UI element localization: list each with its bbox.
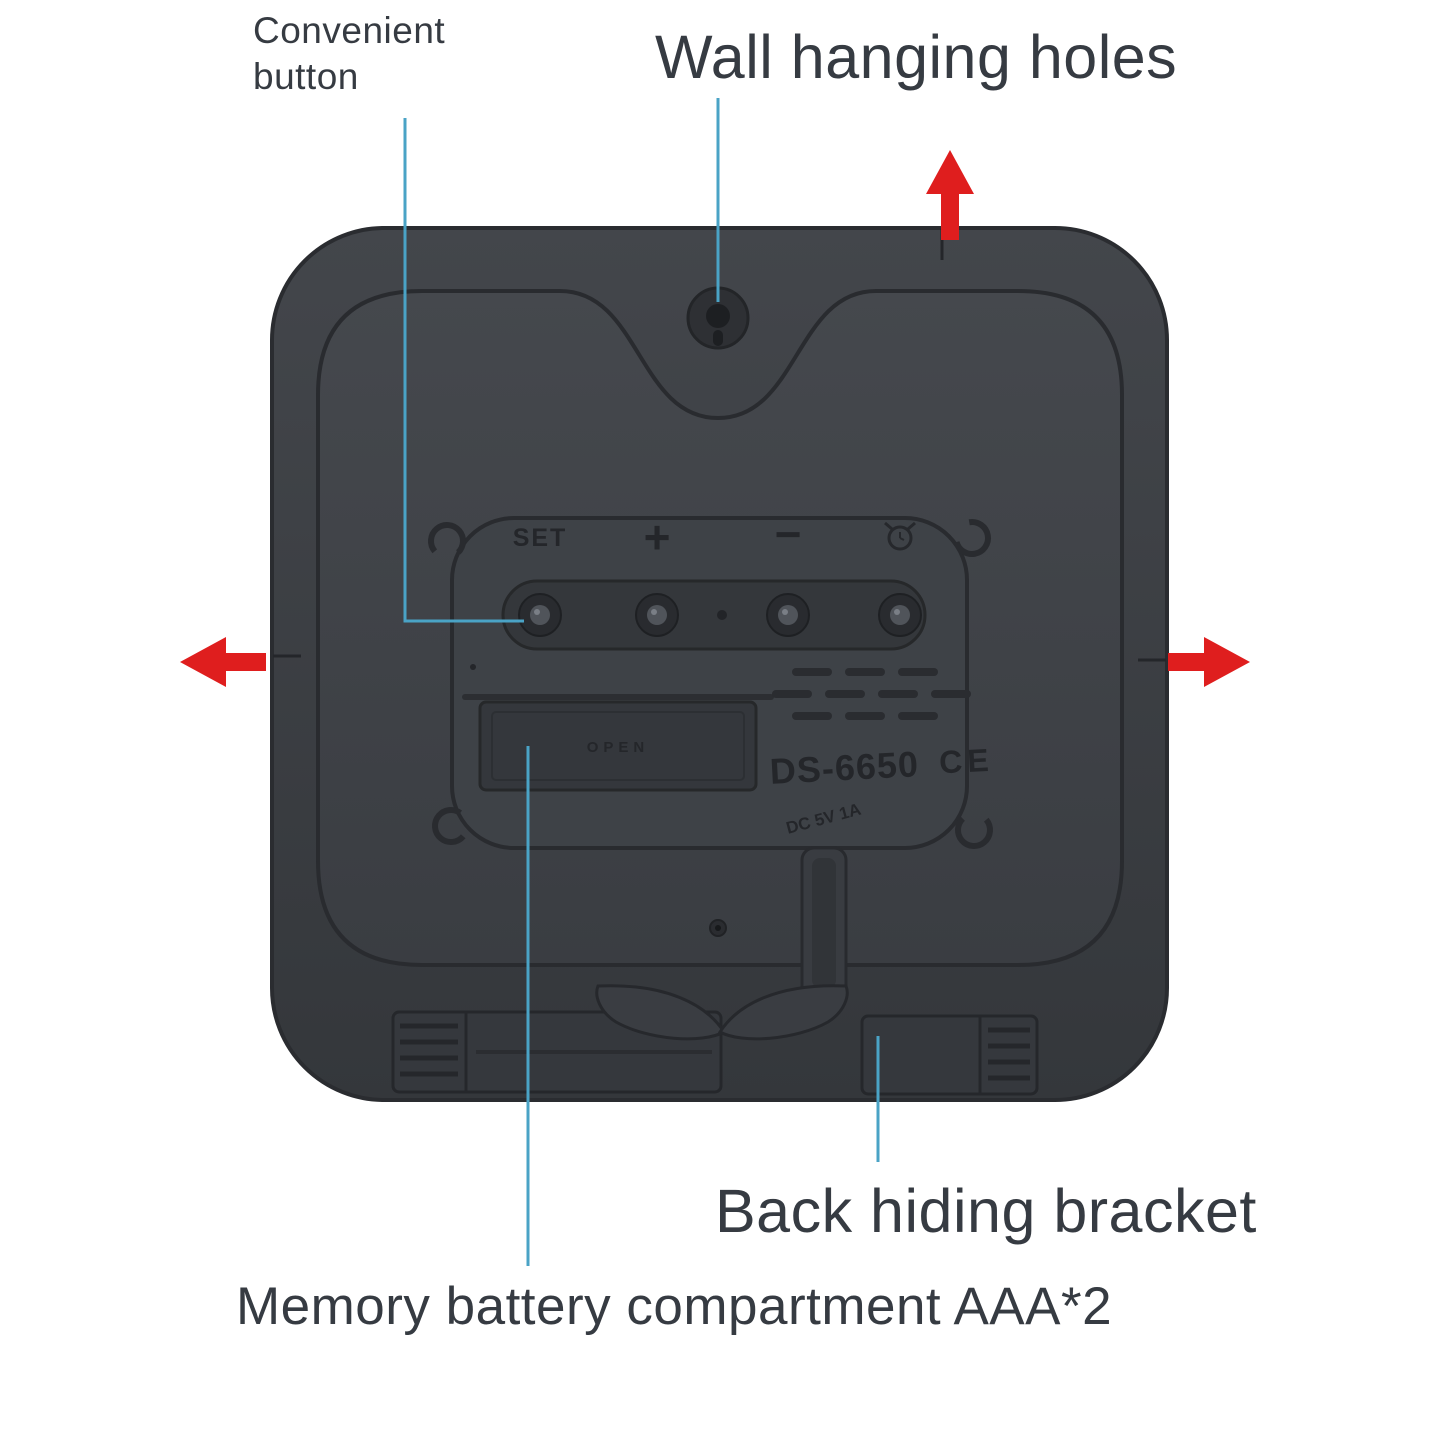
wall-hanging-holes-label: Wall hanging holes: [655, 23, 1178, 91]
bracket-arm-right: [717, 984, 849, 1041]
foot-ribs-right: [988, 1027, 1030, 1081]
leader-convenient-button: [403, 118, 524, 623]
reset-pinhole: [717, 610, 727, 620]
corner-hook-bottom-left: [432, 807, 470, 845]
open-label: OPEN: [587, 739, 650, 756]
plus-button-label: +: [644, 511, 671, 563]
bracket-channel: [800, 846, 848, 1000]
battery-door: [478, 700, 758, 792]
convenient-button-label: Convenient button: [253, 10, 446, 98]
set-button-label: SET: [513, 524, 568, 552]
minus-button-label: −: [775, 508, 802, 560]
corner-hook-top-right: [953, 519, 991, 557]
left-arrow-icon: [180, 637, 266, 687]
door-slot: [462, 694, 774, 700]
hole-inner: [706, 304, 730, 328]
stand-foot-right: [860, 1014, 1039, 1096]
door-inset: [491, 711, 745, 781]
right-arrow-icon: [1168, 637, 1250, 687]
hiding-bracket-arms: [595, 984, 849, 1041]
plus-button: [635, 593, 679, 637]
corner-hook-bottom-right: [955, 811, 993, 849]
leader-lines: [403, 98, 880, 1266]
screw-hole: [709, 919, 727, 937]
ce-mark: CE: [938, 742, 994, 781]
set-button: [518, 593, 562, 637]
corner-hook-top-left: [428, 522, 466, 560]
model-number: DS-6650: [769, 743, 920, 792]
minus-button: [766, 593, 810, 637]
up-arrow-icon: [926, 150, 974, 240]
battery-compartment: OPEN: [462, 694, 774, 792]
alarm-button: [878, 593, 922, 637]
direction-arrows: [180, 150, 1250, 687]
hole-slot: [713, 330, 723, 346]
memory-battery-label: Memory battery compartment AAA*2: [236, 1277, 1113, 1336]
speaker-grille: [772, 668, 971, 720]
clock-back-body: SET + −: [270, 226, 1169, 1102]
back-hiding-bracket-label: Back hiding bracket: [715, 1177, 1257, 1245]
control-plate: SET + −: [428, 508, 995, 850]
alarm-icon: [884, 521, 916, 551]
button-recess: [501, 579, 927, 651]
bracket-arm-left: [595, 984, 727, 1041]
pinhole: [470, 664, 476, 670]
foot-ribs-left: [400, 1023, 458, 1077]
